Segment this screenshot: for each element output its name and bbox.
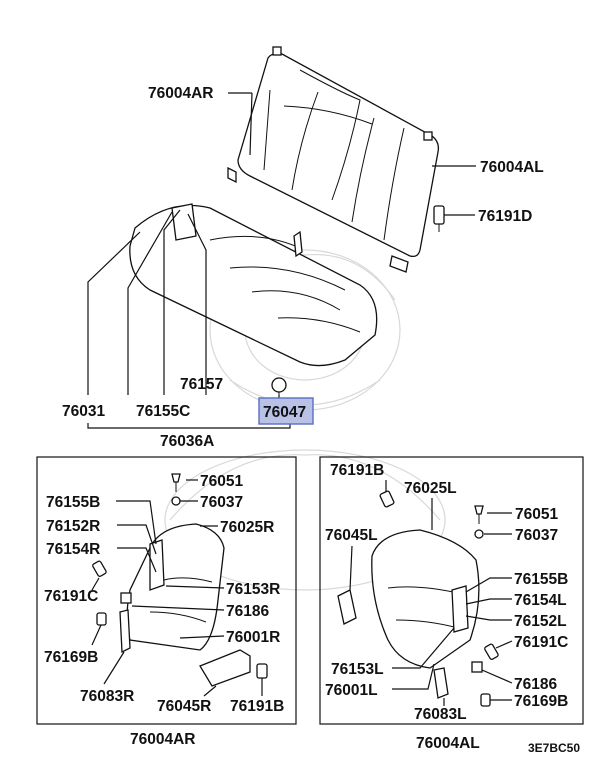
label-r-lock[interactable]: 76045R bbox=[157, 698, 211, 715]
label-r-clip[interactable]: 76037 bbox=[200, 494, 243, 511]
r-bolt-icon bbox=[256, 663, 268, 679]
label-l-bolt[interactable]: 76191B bbox=[330, 462, 384, 479]
label-r-hinge[interactable]: 76152R bbox=[46, 518, 100, 535]
label-l-hook[interactable]: 76083L bbox=[414, 706, 467, 723]
hinge-bolt-d-icon bbox=[433, 205, 445, 232]
rear-seatback bbox=[227, 46, 445, 273]
label-l-hinge[interactable]: 76152L bbox=[514, 613, 567, 630]
l-bolt-b-icon bbox=[480, 693, 491, 707]
label-l-clip[interactable]: 76037 bbox=[515, 527, 558, 544]
label-l-trim[interactable]: 76153L bbox=[331, 661, 384, 678]
label-r-frame[interactable]: 76001R bbox=[226, 629, 280, 646]
label-l-trim-b[interactable]: 76155B bbox=[514, 571, 568, 588]
label-cushion-cover[interactable]: 76031 bbox=[62, 403, 105, 420]
cushion-clip-icon bbox=[271, 377, 287, 400]
left-seatback-assembly bbox=[319, 456, 584, 725]
right-seatback-assembly bbox=[36, 456, 297, 725]
l-hook-icon bbox=[433, 667, 449, 699]
label-r-bolt-b[interactable]: 76169B bbox=[44, 649, 98, 666]
label-cushion-set[interactable]: 76036A bbox=[160, 433, 214, 450]
label-r-bracket[interactable]: 76154R bbox=[46, 541, 100, 558]
selected-part-highlight bbox=[258, 397, 314, 425]
r-bolt-c-icon bbox=[92, 560, 107, 577]
right-assembly-frame bbox=[36, 456, 297, 725]
part-labels: 76004AR 76004AL 76191D 76157 76031 76155… bbox=[44, 85, 580, 755]
label-r-assembly[interactable]: 76004AR bbox=[130, 731, 196, 748]
label-seatback-left[interactable]: 76004AL bbox=[480, 159, 544, 176]
label-l-frame[interactable]: 76001L bbox=[325, 682, 378, 699]
label-cushion-clip[interactable]: 76047 bbox=[263, 404, 306, 421]
label-l-bolt-c[interactable]: 76191C bbox=[514, 634, 568, 651]
label-l-lock[interactable]: 76045L bbox=[325, 527, 378, 544]
label-l-assembly[interactable]: 76004AL bbox=[416, 735, 480, 752]
label-l-bolt-b[interactable]: 76169B bbox=[514, 693, 568, 710]
label-r-bolt[interactable]: 76191B bbox=[230, 698, 284, 715]
label-l-cover[interactable]: 76025L bbox=[404, 480, 457, 497]
r-bolt-b-icon bbox=[96, 612, 107, 626]
r-screw-icon bbox=[171, 473, 181, 492]
l-bolt-c-icon bbox=[484, 643, 499, 660]
label-l-stopper[interactable]: 76186 bbox=[514, 676, 557, 693]
label-r-trim[interactable]: 76153R bbox=[226, 581, 280, 598]
r-lock-icon bbox=[199, 649, 251, 687]
label-r-stopper[interactable]: 76186 bbox=[226, 603, 269, 620]
label-l-bracket[interactable]: 76154L bbox=[514, 592, 567, 609]
label-r-trim-b[interactable]: 76155B bbox=[46, 494, 100, 511]
leader-lines bbox=[87, 92, 513, 706]
label-cushion-bracket[interactable]: 76157 bbox=[180, 376, 223, 393]
r-hook-icon bbox=[119, 609, 131, 654]
label-r-screw[interactable]: 76051 bbox=[200, 473, 243, 490]
label-cushion-trim-c[interactable]: 76155C bbox=[136, 403, 190, 420]
l-lock-icon bbox=[337, 589, 357, 625]
label-r-bolt-c[interactable]: 76191C bbox=[44, 588, 98, 605]
left-assembly-frame bbox=[319, 456, 584, 725]
label-r-cover[interactable]: 76025R bbox=[220, 519, 274, 536]
l-stopper-icon bbox=[471, 661, 483, 673]
label-l-screw[interactable]: 76051 bbox=[515, 506, 558, 523]
label-hinge-bolt-d[interactable]: 76191D bbox=[478, 208, 532, 225]
l-screw-icon bbox=[474, 505, 484, 524]
r-stopper-icon bbox=[120, 592, 132, 604]
l-clip-icon bbox=[474, 529, 484, 539]
r-clip-icon bbox=[171, 496, 181, 506]
l-bolt-icon bbox=[379, 490, 395, 508]
label-seatback-right[interactable]: 76004AR bbox=[148, 85, 214, 102]
label-r-hook[interactable]: 76083R bbox=[80, 688, 134, 705]
diagram-code: 3E7BC50 bbox=[528, 741, 580, 755]
